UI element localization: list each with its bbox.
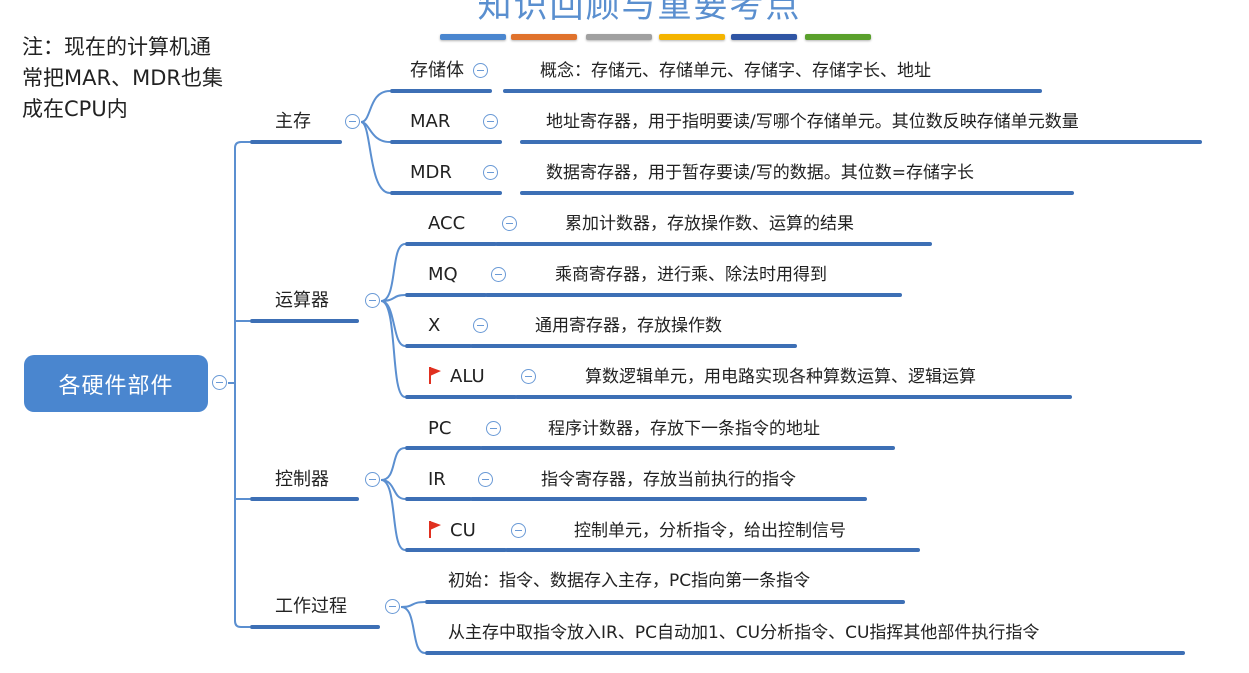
note-text: 注：现在的计算机通 常把MAR、MDR也集 成在CPU内 bbox=[22, 32, 272, 125]
page-title: 知识回顾与重要考点 bbox=[477, 0, 802, 26]
node-alu[interactable]: ALU bbox=[450, 366, 485, 387]
leaf-desc[interactable]: 指令寄存器，存放当前执行的指令 bbox=[541, 470, 796, 490]
node-ir[interactable]: IR bbox=[428, 469, 446, 490]
node-control-unit[interactable]: 控制器 bbox=[275, 469, 329, 490]
node-mq[interactable]: MQ bbox=[428, 264, 458, 285]
node-pc[interactable]: PC bbox=[428, 418, 452, 439]
collapse-icon[interactable] bbox=[365, 472, 380, 487]
color-bar-orange bbox=[511, 34, 577, 40]
collapse-icon[interactable] bbox=[483, 165, 498, 180]
color-bar-gray bbox=[586, 34, 652, 40]
color-bar-yellow bbox=[659, 34, 725, 40]
leaf-desc[interactable]: 乘商寄存器，进行乘、除法时用得到 bbox=[555, 265, 827, 285]
leaf-desc[interactable]: 程序计数器，存放下一条指令的地址 bbox=[548, 419, 820, 439]
leaf-desc[interactable]: 从主存中取指令放入IR、PC自动加1、CU分析指令、CU指挥其他部件执行指令 bbox=[448, 623, 1040, 643]
node-mar[interactable]: MAR bbox=[410, 111, 451, 132]
flag-icon bbox=[429, 521, 441, 538]
node-x[interactable]: X bbox=[428, 315, 441, 336]
collapse-icon[interactable] bbox=[483, 114, 498, 129]
node-mdr[interactable]: MDR bbox=[410, 162, 452, 183]
leaf-desc[interactable]: 概念：存储元、存储单元、存储字、存储字长、地址 bbox=[540, 61, 931, 81]
collapse-icon[interactable] bbox=[521, 369, 536, 384]
collapse-icon[interactable] bbox=[486, 421, 501, 436]
leaf-desc[interactable]: 累加计数器，存放操作数、运算的结果 bbox=[565, 214, 854, 234]
collapse-icon[interactable] bbox=[491, 267, 506, 282]
collapse-icon[interactable] bbox=[502, 216, 517, 231]
collapse-icon[interactable] bbox=[473, 63, 488, 78]
node-alu-unit[interactable]: 运算器 bbox=[275, 290, 329, 311]
note-line: 成在CPU内 bbox=[22, 97, 128, 121]
collapse-icon[interactable] bbox=[345, 114, 360, 129]
collapse-icon[interactable] bbox=[365, 293, 380, 308]
leaf-desc[interactable]: 数据寄存器，用于暂存要读/写的数据。其位数=存储字长 bbox=[546, 163, 974, 183]
color-bar-darkblue bbox=[731, 34, 797, 40]
node-cu[interactable]: CU bbox=[450, 520, 476, 541]
collapse-icon[interactable] bbox=[385, 599, 400, 614]
node-main-memory[interactable]: 主存 bbox=[275, 111, 311, 132]
node-work-process[interactable]: 工作过程 bbox=[275, 596, 347, 617]
leaf-desc[interactable]: 初始：指令、数据存入主存，PC指向第一条指令 bbox=[448, 571, 811, 591]
collapse-icon[interactable] bbox=[473, 318, 488, 333]
note-line: 常把MAR、MDR也集 bbox=[22, 66, 223, 90]
root-node[interactable]: 各硬件部件 bbox=[24, 355, 208, 412]
node-storage-body[interactable]: 存储体 bbox=[410, 60, 464, 81]
root-label: 各硬件部件 bbox=[58, 373, 174, 399]
leaf-desc[interactable]: 算数逻辑单元，用电路实现各种算数运算、逻辑运算 bbox=[585, 367, 976, 387]
flag-icon bbox=[429, 367, 441, 384]
collapse-icon[interactable] bbox=[511, 523, 526, 538]
note-line: 注：现在的计算机通 bbox=[22, 35, 211, 59]
leaf-desc[interactable]: 控制单元，分析指令，给出控制信号 bbox=[574, 521, 846, 541]
leaf-desc[interactable]: 通用寄存器，存放操作数 bbox=[535, 316, 722, 336]
collapse-icon[interactable] bbox=[212, 375, 227, 390]
collapse-icon[interactable] bbox=[478, 472, 493, 487]
color-bar-green bbox=[805, 34, 871, 40]
leaf-desc[interactable]: 地址寄存器，用于指明要读/写哪个存储单元。其位数反映存储单元数量 bbox=[546, 112, 1079, 132]
node-acc[interactable]: ACC bbox=[428, 213, 466, 234]
color-bar-blue bbox=[440, 34, 506, 40]
